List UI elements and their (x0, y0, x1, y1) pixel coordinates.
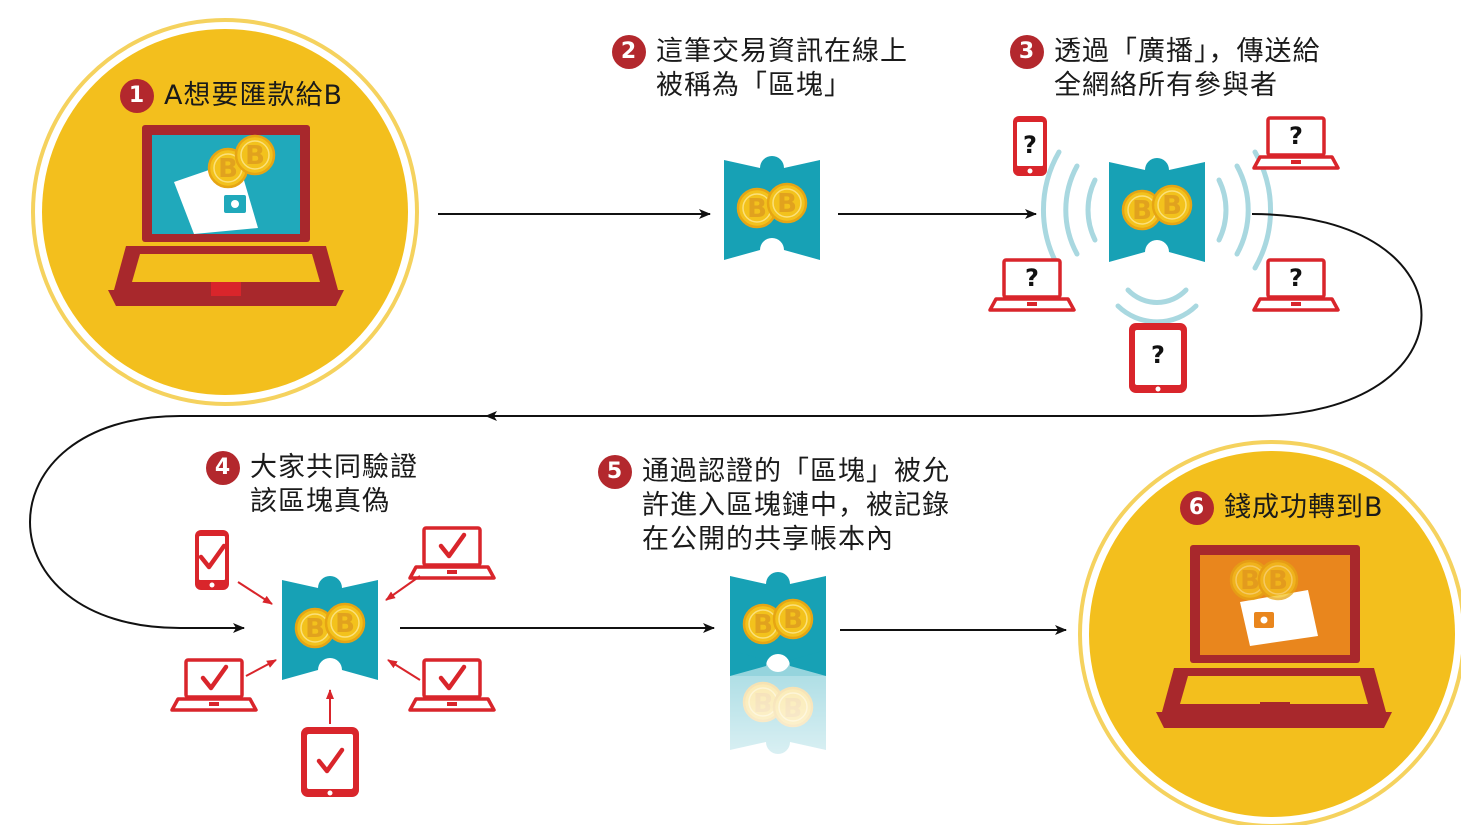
laptop-question-icon: ? (988, 258, 1076, 312)
laptop-check-icon (408, 658, 496, 712)
step-badge: 3 (1010, 35, 1044, 69)
step-2-label: 2 這筆交易資訊在線上 被稱為「區塊」 (612, 35, 908, 103)
tablet-question-icon: ? (1129, 323, 1187, 393)
laptop-check-icon (408, 526, 496, 580)
step-2-text-line: 被稱為「區塊」 (656, 70, 852, 101)
block-icon-step4 (282, 576, 378, 680)
svg-text:?: ? (1151, 341, 1165, 369)
step-2-text-line: 這筆交易資訊在線上 (656, 36, 908, 67)
step-4-text-line: 大家共同驗證 (250, 452, 418, 483)
step-1-text-line: A想要匯款給B (164, 80, 343, 111)
step-5-text-line: 許進入區塊鏈中，被記錄 (642, 490, 950, 521)
step-3-text-line: 透過「廣播」，傳送給 (1054, 36, 1321, 67)
svg-text:?: ? (1023, 131, 1037, 159)
svg-text:?: ? (1289, 264, 1303, 292)
reflection-fade (720, 676, 836, 825)
tablet-check-icon (301, 727, 359, 797)
step-4-text-line: 該區塊真偽 (250, 486, 390, 517)
step-5-text-line: 在公開的共享帳本內 (642, 524, 894, 555)
arrow-3-to-4 (485, 213, 1423, 421)
block-icon-step3 (1109, 158, 1205, 262)
step-badge: 1 (120, 79, 154, 113)
broadcast-waves-icon (1043, 152, 1270, 325)
laptop-question-icon: ? (1252, 258, 1340, 312)
step-3-text-line: 全網絡所有參與者 (1054, 70, 1278, 101)
step-6-text-line: 錢成功轉到B (1224, 492, 1384, 523)
receiver-coins-icon (1229, 559, 1299, 601)
step-5-text-line: 通過認證的「區塊」被允 (642, 456, 950, 487)
verification-arrows (237, 575, 421, 724)
step-badge: 4 (206, 451, 240, 485)
phone-check-icon (195, 530, 229, 590)
step-5-label: 5 通過認證的「區塊」被允 許進入區塊鏈中，被記錄 在公開的共享帳本內 (598, 455, 950, 557)
step-3-label: 3 透過「廣播」，傳送給 全網絡所有參與者 (1010, 35, 1321, 103)
svg-text:?: ? (1025, 264, 1039, 292)
step-4-label: 4 大家共同驗證 該區塊真偽 (206, 451, 418, 519)
block-icon-step2 (724, 156, 820, 260)
arrow-return-curve (29, 415, 486, 633)
step-badge: 5 (598, 455, 632, 489)
laptop-question-icon: ? (1252, 116, 1340, 170)
step-6-label: 6 錢成功轉到B (1180, 491, 1384, 525)
step-badge: 2 (612, 35, 646, 69)
step-badge: 6 (1180, 491, 1214, 525)
laptop-check-icon (170, 658, 258, 712)
svg-text:?: ? (1289, 122, 1303, 150)
step-1-label: 1 A想要匯款給B (120, 79, 343, 113)
receiver-wallet-icon (1240, 590, 1318, 646)
phone-question-icon: ? (1013, 116, 1047, 176)
